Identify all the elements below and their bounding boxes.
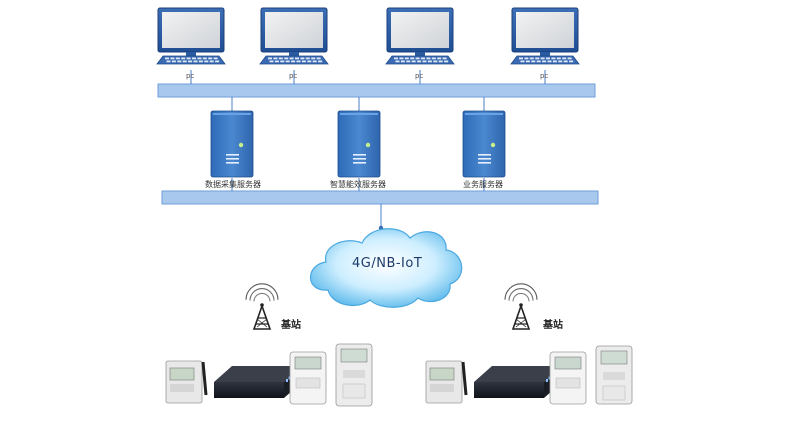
collector-device-icon [165, 360, 208, 404]
server-label-data-collection: 数据采集服务器 [205, 180, 261, 189]
cell-tower-icon [504, 283, 538, 330]
pc-label: pc [289, 72, 298, 80]
base-station-group [245, 283, 538, 330]
computer-icon [385, 7, 455, 65]
base-station-label: 基站 [281, 320, 301, 331]
network-label: 4G/NB-IoT [352, 256, 423, 271]
concentrator-box-icon [474, 366, 562, 398]
three-phase-meter-icon [335, 343, 373, 407]
server-icon [462, 110, 506, 178]
server-icon [210, 110, 254, 178]
pc-label: pc [540, 72, 549, 80]
base-station-label: 基站 [543, 320, 563, 331]
cloud-icon [310, 228, 463, 308]
collector-device-icon [425, 360, 468, 404]
pc-label: pc [186, 72, 195, 80]
server-icon [337, 110, 381, 178]
computer-icon [510, 7, 580, 65]
top-bus [157, 70, 596, 112]
computer-icon [156, 7, 226, 65]
concentrator-box-icon [214, 366, 302, 398]
server-label-smart-energy: 智慧能效服务器 [330, 180, 386, 189]
device-group [165, 343, 633, 407]
computer-icon [259, 7, 329, 65]
cell-tower-icon [245, 283, 279, 330]
pc-group [156, 7, 580, 65]
pc-label: pc [415, 72, 424, 80]
electric-meter-icon [549, 351, 587, 405]
server-label-business: 业务服务器 [463, 180, 503, 189]
lower-bus [161, 178, 599, 231]
electric-meter-icon [289, 351, 327, 405]
three-phase-meter-icon [595, 345, 633, 405]
server-group [210, 110, 506, 178]
